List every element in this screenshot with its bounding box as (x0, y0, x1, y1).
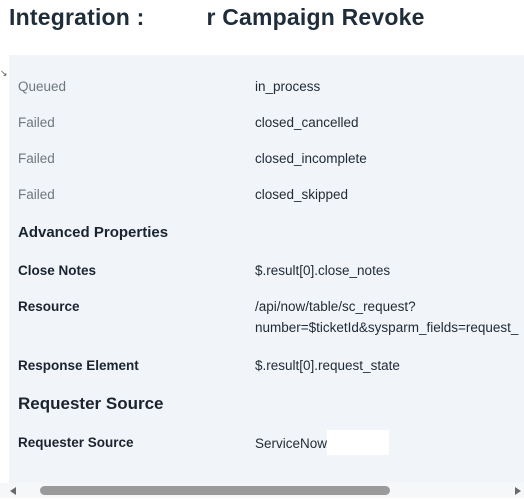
page-title-prefix: Integration : (9, 4, 145, 30)
resource-value-line1: /api/now/table/sc_request? (255, 299, 416, 314)
status-value: in_process (255, 79, 321, 94)
resource-label: Resource (18, 299, 80, 314)
resource-value-line2: number=$ticketId&sysparm_fields=request_ (255, 320, 519, 335)
requester-source-label: Requester Source (18, 435, 134, 450)
close-notes-label: Close Notes (18, 263, 97, 278)
advanced-properties-heading: Advanced Properties (18, 224, 169, 241)
horizontal-scrollbar[interactable] (0, 483, 524, 498)
page-title-suffix: r Campaign Revoke (206, 4, 425, 30)
edge-marker: ↘ (0, 68, 8, 78)
page-title: Integration : r Campaign Revoke (9, 4, 425, 31)
requester-source-heading: Requester Source (18, 394, 164, 413)
response-element-value: $.result[0].request_state (255, 358, 400, 373)
requester-source-text: ServiceNow (255, 436, 328, 452)
status-label: Failed (18, 187, 55, 202)
status-value: closed_cancelled (255, 115, 359, 130)
scroll-left-arrow-icon[interactable] (10, 487, 16, 495)
close-notes-value: $.result[0].close_notes (255, 263, 391, 278)
details-panel: Queued in_process Failed closed_cancelle… (9, 55, 524, 483)
status-label: Failed (18, 151, 55, 166)
status-label: Queued (18, 79, 67, 94)
status-value: closed_skipped (255, 187, 349, 202)
status-value: closed_incomplete (255, 151, 367, 166)
scrollbar-thumb[interactable] (40, 486, 390, 495)
requester-source-value: ServiceNow (255, 430, 390, 457)
resource-value: /api/now/table/sc_request? number=$ticke… (255, 296, 518, 338)
response-element-label: Response Element (18, 358, 139, 373)
redacted-region (327, 430, 390, 455)
scroll-right-arrow-icon[interactable] (515, 487, 521, 495)
status-label: Failed (18, 115, 55, 130)
